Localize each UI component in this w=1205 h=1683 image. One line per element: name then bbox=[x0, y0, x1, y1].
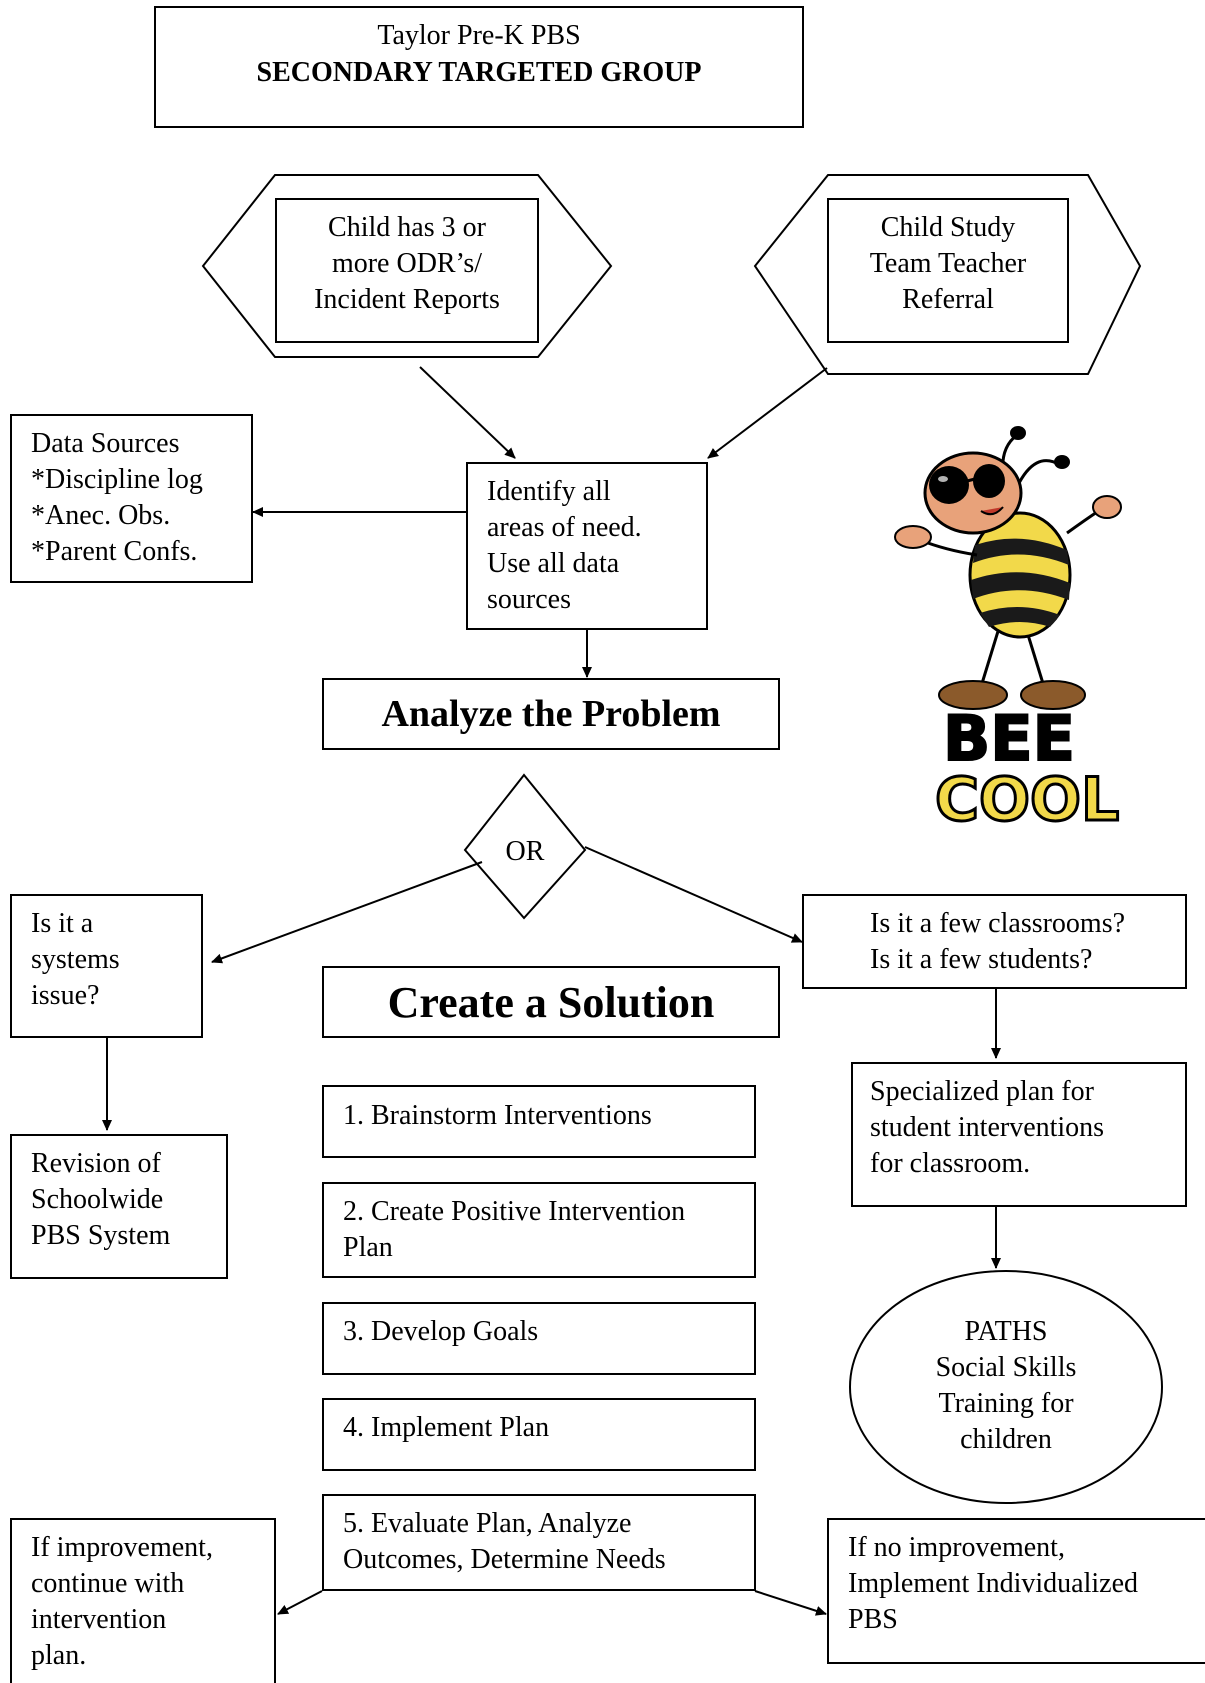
arrow-odr-to-identify bbox=[419, 366, 516, 459]
hexagon-left bbox=[201, 174, 613, 358]
arrow-evaluate-to-no-improvement bbox=[754, 1590, 827, 1616]
analyze-heading: Analyze the Problem bbox=[381, 693, 721, 735]
step-3-text: 3. Develop Goals bbox=[343, 1316, 539, 1347]
bee-cool-mascot: BEE COOL bbox=[894, 426, 1122, 825]
step-1-box bbox=[322, 1085, 756, 1158]
data-sources-box bbox=[10, 414, 253, 583]
no-improvement-text: If no improvement, Implement Individuali… bbox=[848, 1532, 1139, 1635]
create-solution-box bbox=[322, 966, 780, 1038]
sunglasses-lens-icon bbox=[973, 464, 1005, 498]
step-2-box bbox=[322, 1182, 756, 1278]
or-label: OR bbox=[505, 836, 545, 867]
pointing-hand-icon bbox=[894, 525, 932, 549]
hexagon-right bbox=[753, 174, 1142, 375]
systems-question-box bbox=[10, 894, 203, 1038]
hand-icon bbox=[1092, 495, 1122, 519]
or-diamond bbox=[463, 773, 587, 920]
data-sources-text: Data Sources *Discipline log *Anec. Obs.… bbox=[31, 428, 203, 567]
odr-trigger-text: Child has 3 or more ODR’s/ Incident Repo… bbox=[314, 212, 500, 315]
step-5-text: 5. Evaluate Plan, Analyze Outcomes, Dete… bbox=[343, 1508, 666, 1575]
referral-trigger-text: Child Study Team Teacher Referral bbox=[869, 212, 1027, 315]
arrow-or-to-systems bbox=[211, 861, 483, 964]
identify-text: Identify all areas of need. Use all data… bbox=[487, 476, 642, 615]
identify-box bbox=[466, 462, 708, 630]
revision-text: Revision of Schoolwide PBS System bbox=[31, 1148, 171, 1251]
step-1-text: 1. Brainstorm Interventions bbox=[343, 1100, 652, 1131]
specialized-plan-text: Specialized plan for student interventio… bbox=[870, 1076, 1105, 1179]
svg-text:BEE: BEE bbox=[943, 702, 1075, 775]
improvement-box bbox=[10, 1518, 276, 1683]
svg-text:COOL: COOL bbox=[935, 765, 1119, 825]
revision-box bbox=[10, 1134, 228, 1279]
step-3-box bbox=[322, 1302, 756, 1375]
paths-ellipse bbox=[849, 1270, 1163, 1504]
odr-trigger-box bbox=[275, 198, 539, 343]
referral-trigger-box bbox=[827, 198, 1069, 343]
arrow-or-to-classrooms bbox=[584, 846, 803, 943]
antenna-tip-icon bbox=[1010, 426, 1026, 440]
sunglasses-icon bbox=[929, 466, 969, 504]
systems-question-text: Is it a systems issue? bbox=[31, 908, 120, 1011]
paths-text: PATHS Social Skills Training for childre… bbox=[935, 1316, 1077, 1455]
step-5-box bbox=[322, 1494, 756, 1591]
create-solution-heading: Create a Solution bbox=[387, 978, 715, 1027]
specialized-plan-box bbox=[851, 1062, 1187, 1207]
arrow-referral-to-identify bbox=[707, 367, 828, 459]
title-line-1: Taylor Pre-K PBS bbox=[377, 20, 581, 51]
improvement-text: If improvement, continue with interventi… bbox=[31, 1532, 213, 1671]
classroom-question-text: Is it a few classrooms? Is it a few stud… bbox=[870, 908, 1126, 975]
classroom-question-box bbox=[802, 894, 1187, 989]
step-2-text: 2. Create Positive Intervention Plan bbox=[343, 1196, 686, 1263]
shoe-icon bbox=[1020, 680, 1086, 710]
step-4-box bbox=[322, 1398, 756, 1471]
no-improvement-box bbox=[827, 1518, 1205, 1664]
shoe-icon bbox=[938, 680, 1008, 710]
title-box bbox=[154, 6, 804, 128]
arrow-evaluate-to-improvement bbox=[277, 1590, 323, 1615]
step-4-text: 4. Implement Plan bbox=[343, 1412, 550, 1443]
title-line-2: SECONDARY TARGETED GROUP bbox=[256, 57, 702, 88]
analyze-box bbox=[322, 678, 780, 750]
antenna-tip-icon bbox=[1054, 455, 1070, 469]
